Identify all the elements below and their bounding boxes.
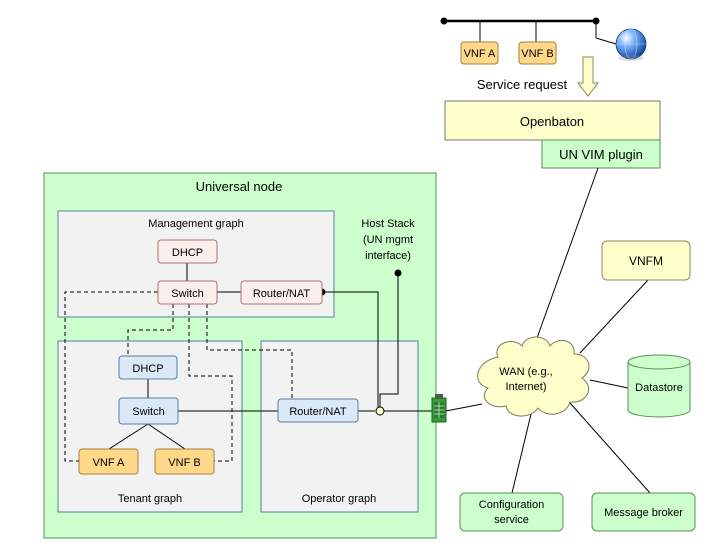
operator-graph-box (260, 340, 419, 513)
configuration-service-box (459, 492, 564, 532)
mgmt-router-box (240, 280, 323, 305)
network-card-icon (431, 394, 447, 423)
wan-label-line-2: Internet) (506, 381, 547, 393)
tenant-vnf-a-box (78, 448, 139, 475)
top-vnf-b-label: VNF B (521, 48, 553, 60)
configuration-service-line-1: Configuration (479, 499, 544, 511)
vnfm-label: VNFM (629, 254, 663, 268)
tenant-vnf-b-box (154, 448, 215, 475)
un-vim-plugin-label: UN VIM plugin (559, 147, 643, 162)
universal-node-title: Universal node (196, 179, 283, 194)
configuration-service-line-2: service (494, 514, 529, 526)
mgmt-switch-box (157, 280, 218, 305)
operator-router-label: Router/NAT (289, 406, 347, 418)
service-chain: VNF A VNF B Service request (440, 17, 647, 97)
bus-end-dot (440, 17, 448, 25)
tenant-switch-box (118, 397, 179, 425)
tenant-dhcp-box (118, 355, 178, 380)
solid-links (108, 263, 432, 450)
host-stack-dot (394, 269, 402, 277)
host-stack-line-2: (UN mgmt (363, 234, 413, 246)
mgmt-dhcp-label: DHCP (172, 247, 203, 259)
tenant-dhcp-label: DHCP (132, 363, 163, 375)
globe-icon (615, 28, 647, 61)
wan-label-line-1: WAN (e.g., (499, 366, 552, 378)
openbaton-box (444, 100, 661, 141)
wan-links (445, 167, 651, 494)
universal-node: Universal node Management graph Tenant g… (43, 172, 437, 539)
host-stack-line-1: Host Stack (361, 218, 415, 230)
datastore-cylinder-icon (627, 354, 691, 418)
top-vnf-a-box (460, 41, 499, 65)
tenant-vnf-a-label: VNF A (93, 457, 125, 469)
openbaton: Openbaton UN VIM plugin (444, 100, 661, 169)
openbaton-label: Openbaton (520, 114, 584, 129)
management-dashed-links (64, 291, 293, 462)
management-graph-title: Management graph (148, 218, 243, 230)
mgmt-router-label: Router/NAT (253, 288, 311, 300)
tenant-vnf-b-label: VNF B (168, 457, 200, 469)
un-vim-plugin-box (541, 139, 661, 169)
message-broker-box (591, 492, 696, 532)
service-request-label: Service request (477, 77, 568, 92)
datastore-label: Datastore (635, 382, 683, 394)
wan-cloud-icon (477, 336, 590, 417)
tenant-graph-title: Tenant graph (118, 493, 182, 505)
down-arrow-icon (576, 56, 600, 97)
mgmt-dhcp-box (157, 239, 218, 264)
operator-router-box (277, 398, 359, 423)
mgmt-switch-label: Switch (171, 288, 203, 300)
host-stack-line-3: interface) (365, 250, 411, 262)
junction-circle (375, 406, 385, 416)
tenant-switch-label: Switch (132, 406, 164, 418)
top-vnf-b-box (518, 41, 557, 65)
message-broker-label: Message broker (604, 507, 683, 519)
vnfm-box (601, 240, 691, 281)
top-vnf-a-label: VNF A (464, 48, 496, 60)
operator-graph-title: Operator graph (302, 493, 377, 505)
